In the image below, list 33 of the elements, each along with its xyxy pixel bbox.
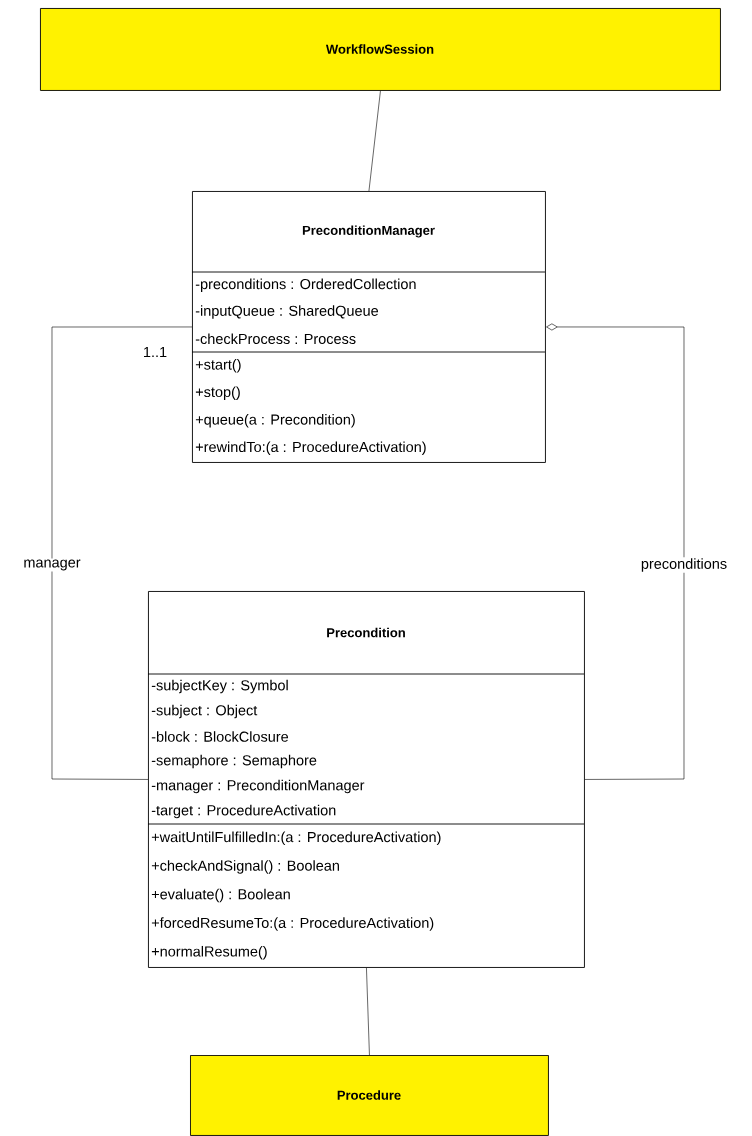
multiplicity-label: 1..1 xyxy=(144,347,167,357)
method-text: +start() xyxy=(195,359,241,373)
attribute-text: -subjectKey : Symbol xyxy=(151,679,288,694)
class-name: Procedure xyxy=(337,1090,401,1100)
class-box xyxy=(40,8,721,91)
class-name: WorkflowSession xyxy=(325,44,434,54)
method-text: +queue(a : Precondition) xyxy=(195,414,355,428)
edge-label: manager xyxy=(22,558,82,572)
attribute-text: -inputQueue : SharedQueue xyxy=(195,305,379,319)
method-text: +waitUntilFulfilledIn:(a : ProcedureActivation) xyxy=(151,831,441,846)
class-box xyxy=(191,191,546,463)
attribute-text: -manager : PreconditionManager xyxy=(151,779,365,794)
method-text: +rewindTo:(a : ProcedureActivation) xyxy=(195,441,426,455)
attribute-text: -target : ProcedureActivation xyxy=(151,804,336,819)
attribute-text: -semaphore : Semaphore xyxy=(151,754,317,769)
aggregation-line xyxy=(546,323,685,780)
edge-label: preconditions xyxy=(639,557,729,573)
method-text: +normalResume() xyxy=(151,945,267,960)
method-text: +forcedResumeTo:(a : ProcedureActivation) xyxy=(151,917,434,931)
class-box xyxy=(190,1055,549,1136)
attribute-text: -subject : Object xyxy=(151,704,258,719)
method-text: +evaluate() : Boolean xyxy=(151,888,290,903)
class-name: Precondition xyxy=(327,627,405,638)
attribute-text: -checkProcess : Process xyxy=(195,333,356,345)
attribute-text: -block : BlockClosure xyxy=(151,731,289,742)
attribute-text: -preconditions : OrderedCollection xyxy=(195,278,416,293)
method-text: +checkAndSignal() : Boolean xyxy=(151,860,339,874)
association-line xyxy=(366,967,370,1056)
class-name: PreconditionManager xyxy=(302,225,435,238)
class-box xyxy=(147,591,585,968)
association-line xyxy=(51,326,193,780)
association-line xyxy=(368,90,381,192)
method-text: +stop() xyxy=(195,386,240,400)
